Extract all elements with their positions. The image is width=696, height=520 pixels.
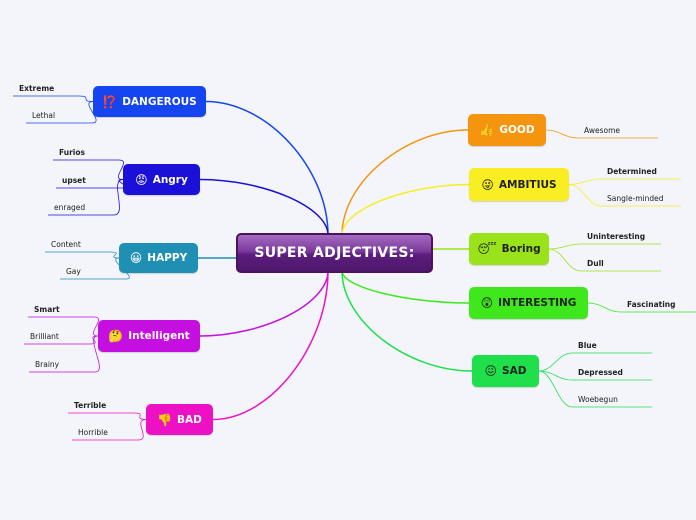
subtopic-connector-good xyxy=(545,129,658,139)
subtopic-dangerous[interactable]: Lethal xyxy=(32,111,56,120)
subtopic-intelligent[interactable]: Smart xyxy=(34,305,60,314)
connector-angry xyxy=(199,178,329,236)
topic-label: GOOD xyxy=(499,124,535,136)
subtopic-connector-sad xyxy=(538,352,652,372)
topic-label: Boring xyxy=(501,243,541,255)
subtopic-boring[interactable]: Dull xyxy=(587,259,604,268)
thinking-face-icon: 🤔 xyxy=(108,329,124,343)
topic-sad[interactable]: 😖 SAD xyxy=(472,355,539,387)
subtopic-connector-intelligent xyxy=(24,335,99,345)
topic-happy[interactable]: 😀 HAPPY xyxy=(119,243,198,273)
subtopic-connector-boring xyxy=(548,248,661,272)
thumbs-up-icon: 👍 xyxy=(479,123,495,137)
connector-bad xyxy=(212,270,329,421)
topic-interesting[interactable]: 😲 INTERESTING xyxy=(469,287,588,319)
subtopic-connector-intelligent xyxy=(29,335,100,373)
subtopic-dangerous[interactable]: Extreme xyxy=(19,84,55,93)
thumbs-down-icon: 👎 xyxy=(157,412,173,427)
grinning-face-icon: 😀 xyxy=(129,251,143,265)
topic-label: HAPPY xyxy=(147,252,188,264)
subtopic-connector-bad xyxy=(68,412,147,420)
central-topic[interactable]: SUPER ADJECTIVES: xyxy=(236,233,433,273)
topic-label: SAD xyxy=(502,365,527,377)
topic-label: INTERESTING xyxy=(498,297,577,309)
subtopic-boring[interactable]: Uninteresting xyxy=(587,232,646,241)
connector-sad xyxy=(341,270,473,372)
subtopic-sad[interactable]: Depressed xyxy=(578,368,623,377)
connector-intelligent xyxy=(199,270,329,337)
subtopic-connector-angry xyxy=(53,159,124,180)
subtopic-intelligent[interactable]: Brainy xyxy=(35,360,60,369)
subtopic-connector-intelligent xyxy=(28,316,99,337)
connector-ambitius xyxy=(341,183,470,236)
subtopic-bad[interactable]: Horrible xyxy=(78,428,108,437)
angry-face-icon: 😡 xyxy=(135,172,148,187)
subtopic-connector-sad xyxy=(538,370,652,408)
topic-label: Intelligent xyxy=(128,330,190,342)
subtopic-connector-ambitius xyxy=(568,178,681,185)
subtopic-happy[interactable]: Content xyxy=(51,240,81,249)
topic-label: BAD xyxy=(177,413,202,426)
connector-dangerous xyxy=(205,100,329,236)
subtopic-good[interactable]: Awesome xyxy=(584,126,620,135)
subtopic-connector-ambitius xyxy=(568,184,681,207)
connector-interesting xyxy=(341,270,470,304)
subtopic-connector-angry xyxy=(48,179,124,216)
topic-intelligent[interactable]: 🤔 Intelligent xyxy=(98,320,200,352)
topic-label: AMBITIUS xyxy=(498,178,557,191)
subtopic-connector-dangerous xyxy=(13,95,94,102)
subtopic-ambitius[interactable]: Determined xyxy=(607,167,657,176)
subtopic-connector-sad xyxy=(538,370,652,381)
subtopic-intelligent[interactable]: Brilliant xyxy=(30,332,59,341)
subtopic-connector-happy xyxy=(45,251,120,259)
subtopic-happy[interactable]: Gay xyxy=(66,267,81,276)
topic-label: Angry xyxy=(152,173,188,186)
astonished-face-icon: 😲 xyxy=(480,296,494,310)
connector-good xyxy=(341,129,469,236)
subtopic-connector-interesting xyxy=(587,302,696,313)
subtopic-angry[interactable]: enraged xyxy=(54,203,86,212)
persevering-face-icon: 😖 xyxy=(484,364,498,378)
subtopic-angry[interactable]: upset xyxy=(62,176,86,185)
topic-good[interactable]: 👍 GOOD xyxy=(468,114,546,146)
subtopic-angry[interactable]: Furios xyxy=(59,148,85,157)
subtopic-connector-boring xyxy=(548,243,661,250)
subtopic-bad[interactable]: Terrible xyxy=(74,401,107,410)
subtopic-connector-bad xyxy=(72,419,147,441)
topic-ambitius[interactable]: 😜 AMBITIUS xyxy=(469,168,569,201)
topic-boring[interactable]: 😴 Boring xyxy=(469,233,549,265)
topic-label: DANGEROUS xyxy=(122,95,197,108)
subtopic-ambitius[interactable]: Sangle-minded xyxy=(607,194,664,203)
double-exclamation-icon: ⁉️ xyxy=(102,94,118,109)
subtopic-sad[interactable]: Woebegun xyxy=(578,395,618,404)
topic-dangerous[interactable]: ⁉️ DANGEROUS xyxy=(93,86,206,117)
topic-bad[interactable]: 👎 BAD xyxy=(146,404,213,435)
subtopic-sad[interactable]: Blue xyxy=(578,341,597,350)
subtopic-interesting[interactable]: Fascinating xyxy=(627,300,676,309)
winking-face-icon: 😜 xyxy=(481,177,494,192)
sleeping-face-icon: 😴 xyxy=(477,242,497,256)
central-topic-label: SUPER ADJECTIVES: xyxy=(254,245,415,261)
topic-angry[interactable]: 😡 Angry xyxy=(123,164,200,195)
